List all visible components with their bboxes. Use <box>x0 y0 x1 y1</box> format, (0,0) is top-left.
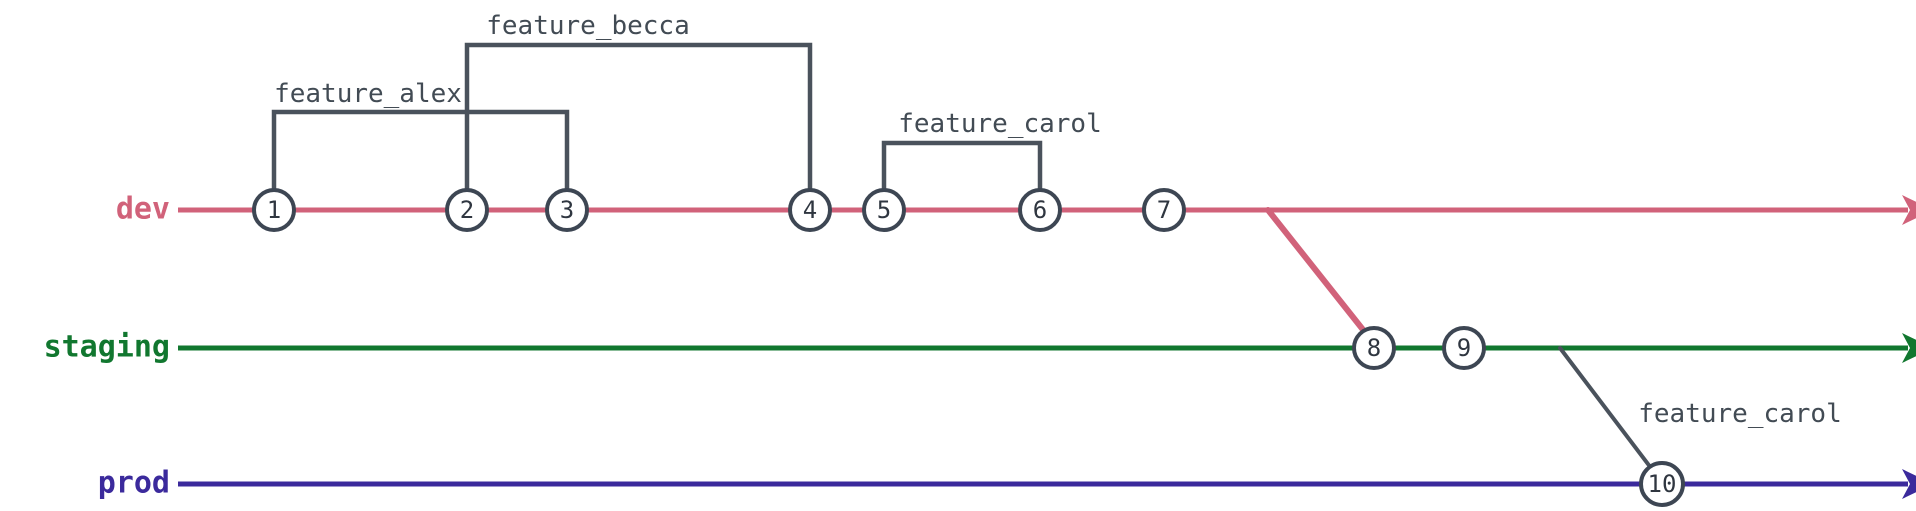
commit-node-2[interactable]: 2 <box>445 188 489 232</box>
commit-circle-5[interactable] <box>862 188 906 232</box>
feature-bracket-carol <box>881 140 1043 192</box>
commit-nodes: 1 2 3 4 5 6 7 8 9 10 <box>252 188 1685 507</box>
commit-circle-10[interactable] <box>1639 461 1685 507</box>
commit-node-9[interactable]: 9 <box>1442 326 1486 370</box>
commit-circle-7[interactable] <box>1142 188 1186 232</box>
commit-label-9: 9 <box>1457 334 1471 362</box>
merge-label-feature-carol: feature_carol <box>1638 399 1842 429</box>
commit-circle-6[interactable] <box>1018 188 1062 232</box>
commit-node-5[interactable]: 5 <box>862 188 906 232</box>
merge-line-dev-to-staging <box>1265 207 1371 339</box>
commit-node-3[interactable]: 3 <box>545 188 589 232</box>
branch-lines <box>178 195 1916 499</box>
feature-label-carol: feature_carol <box>898 109 1102 139</box>
feature-brackets <box>271 42 1043 192</box>
commit-circle-2[interactable] <box>445 188 489 232</box>
feature-bracket-becca <box>464 42 813 192</box>
commit-node-8[interactable]: 8 <box>1352 326 1396 370</box>
branch-label-staging: staging <box>44 330 170 365</box>
commit-node-7[interactable]: 7 <box>1142 188 1186 232</box>
branch-label-prod: prod <box>98 466 170 501</box>
commit-label-8: 8 <box>1367 334 1381 362</box>
commit-label-10: 10 <box>1648 470 1677 498</box>
feature-label-alex: feature_alex <box>274 79 462 109</box>
commit-circle-3[interactable] <box>545 188 589 232</box>
commit-circle-8[interactable] <box>1352 326 1396 370</box>
commit-node-10[interactable]: 10 <box>1639 461 1685 507</box>
commit-label-1: 1 <box>267 196 281 224</box>
merge-connectors <box>1265 207 1656 474</box>
commit-circle-1[interactable] <box>252 188 296 232</box>
commit-circle-9[interactable] <box>1442 326 1486 370</box>
commit-label-3: 3 <box>560 196 574 224</box>
feature-label-becca: feature_becca <box>486 11 690 41</box>
commit-label-5: 5 <box>877 196 891 224</box>
commit-label-6: 6 <box>1033 196 1047 224</box>
commit-node-4[interactable]: 4 <box>788 188 832 232</box>
commit-label-4: 4 <box>803 196 817 224</box>
feature-bracket-alex <box>271 109 570 192</box>
feature-labels: feature_alex feature_becca feature_carol… <box>274 11 1842 429</box>
commit-label-2: 2 <box>460 196 474 224</box>
commit-node-1[interactable]: 1 <box>252 188 296 232</box>
commit-circle-4[interactable] <box>788 188 832 232</box>
branch-name-labels: dev staging prod <box>44 192 170 501</box>
commit-label-7: 7 <box>1157 196 1171 224</box>
merge-line-staging-to-prod <box>1558 346 1656 474</box>
branch-label-dev: dev <box>116 192 170 227</box>
commit-node-6[interactable]: 6 <box>1018 188 1062 232</box>
